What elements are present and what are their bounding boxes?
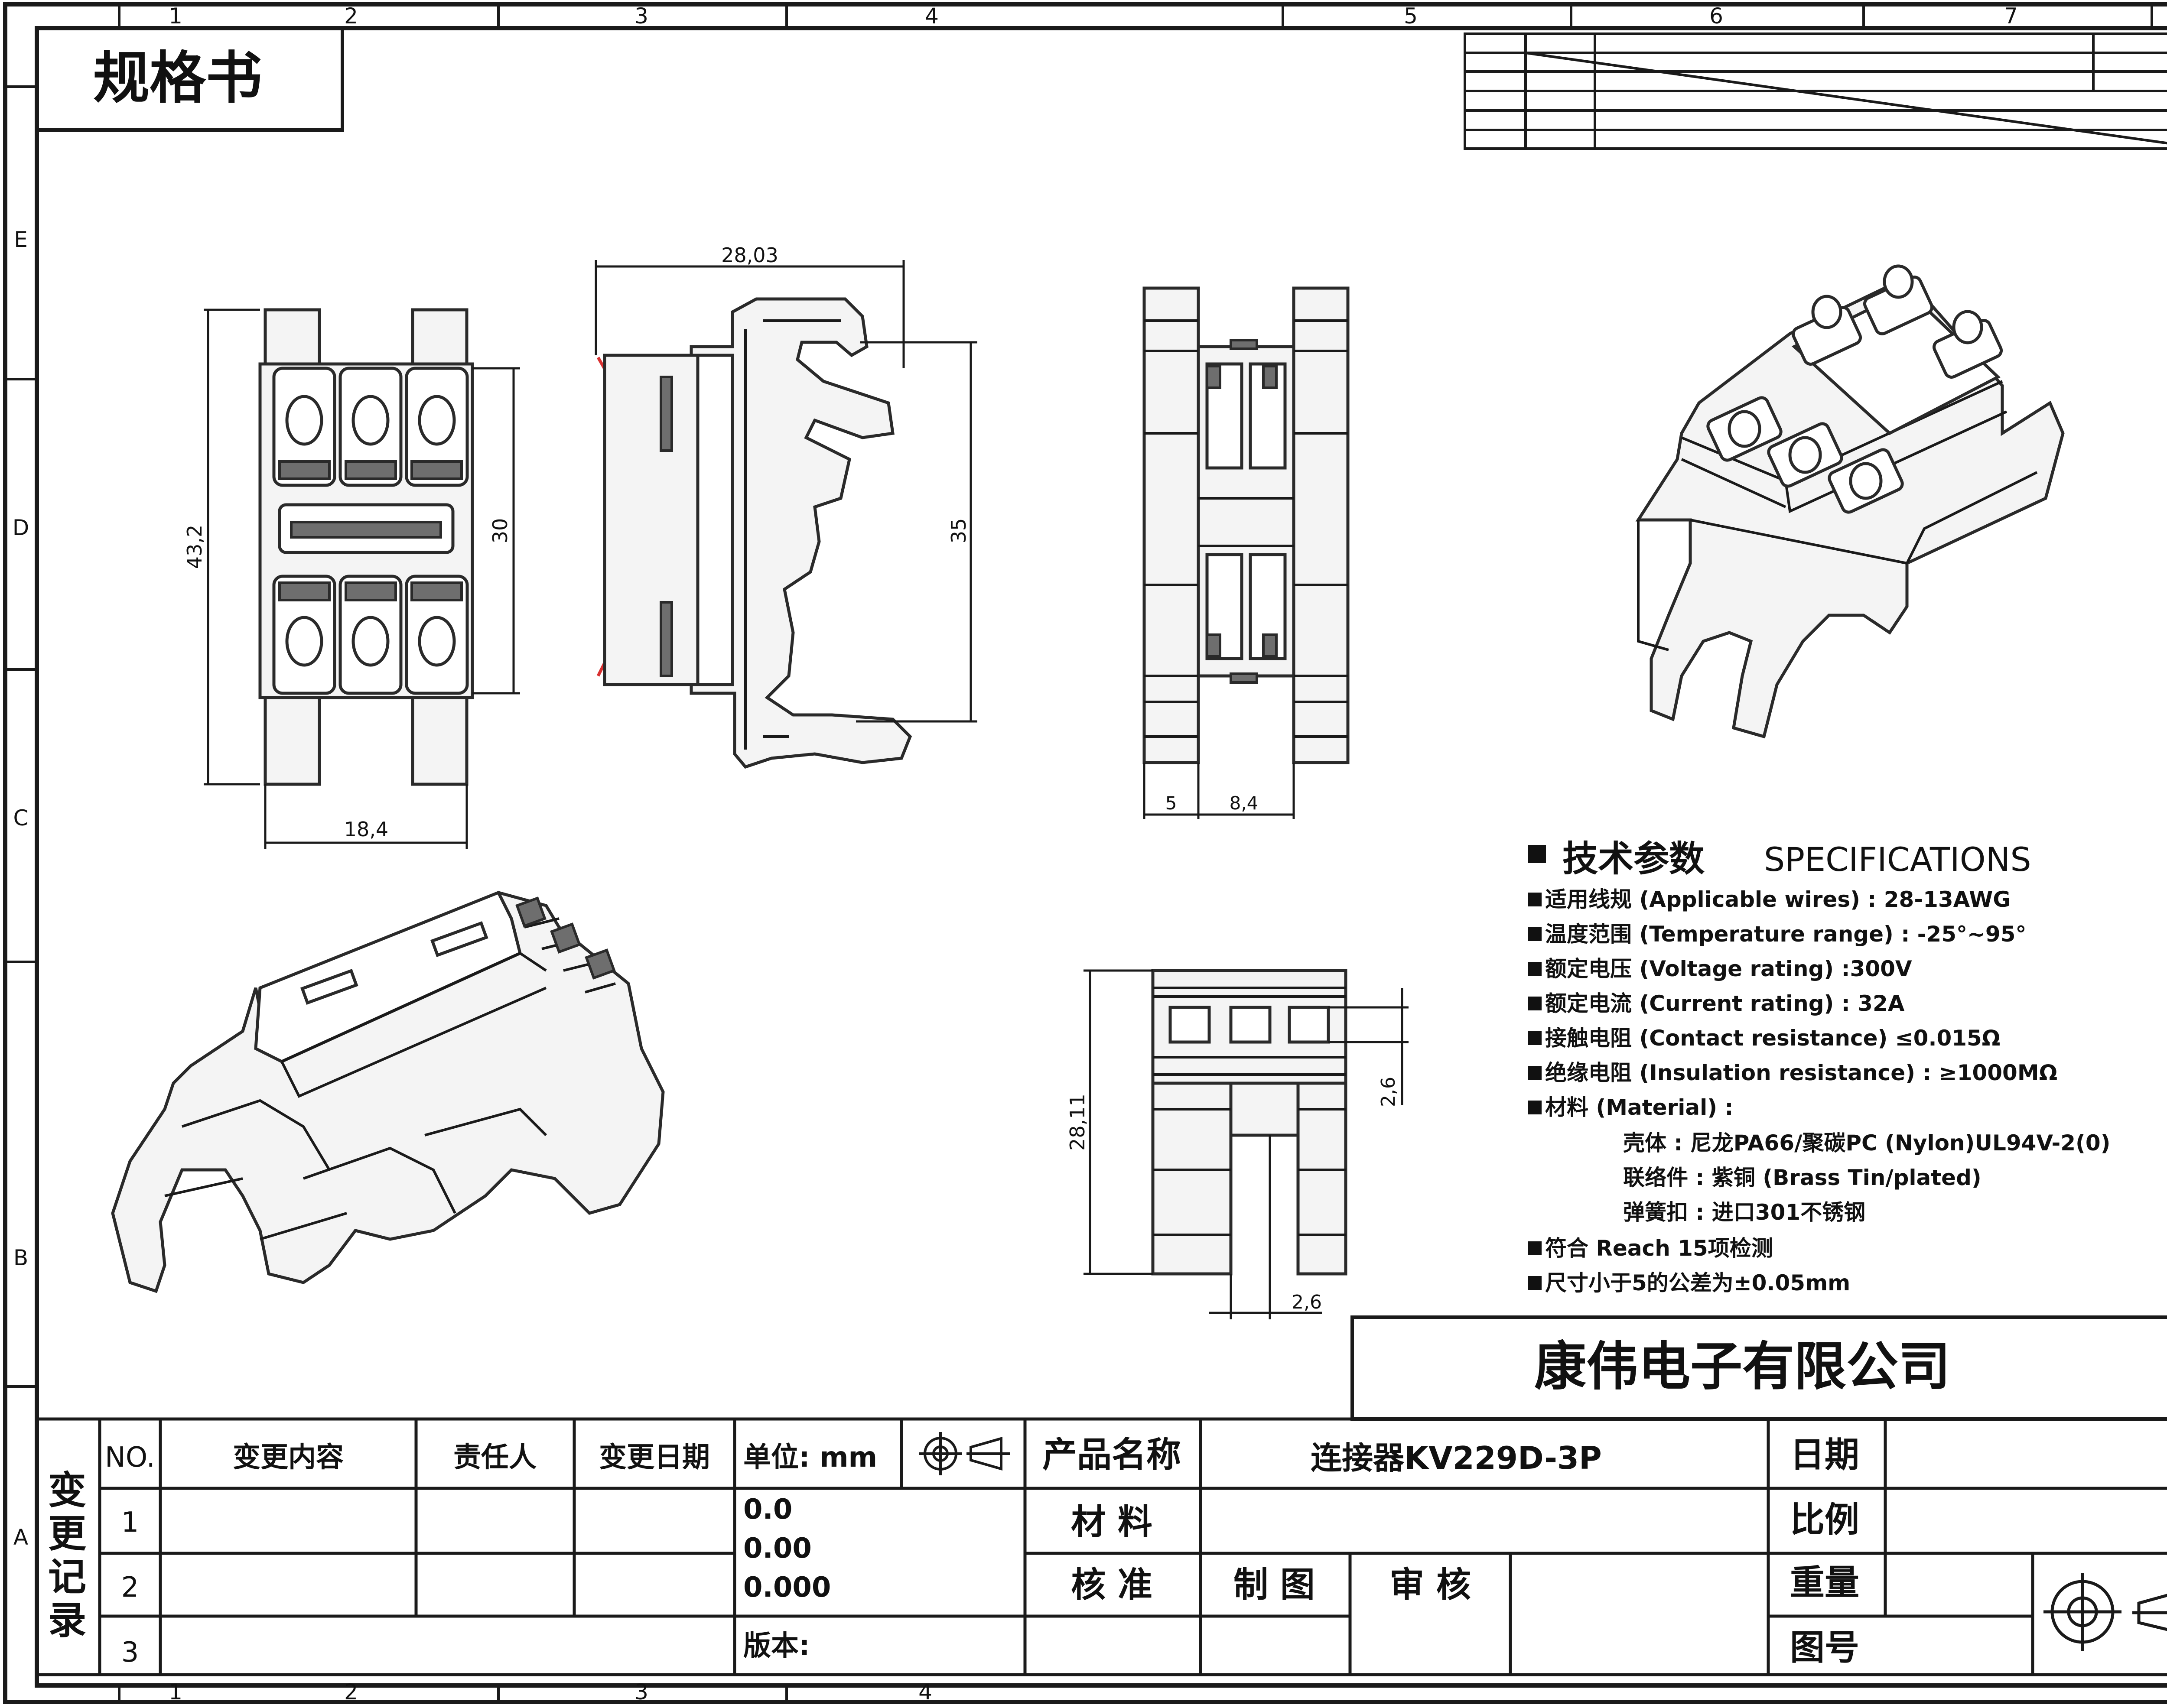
label-scale: 比例 [1790,1500,1859,1540]
zone-row-d: D [13,515,29,540]
revision-record-char-2: 更 [48,1511,87,1556]
col-no: NO. [105,1442,155,1474]
dim-depth-28-03: 28,03 [721,244,778,267]
product-name-value: 连接器KV229D-3P [1311,1440,1602,1476]
row-1: 1 [121,1507,139,1539]
spec-material-housing: 壳体 : 尼龙PA66/聚碳PC (Nylon)UL94V-2(0) [1623,1130,2111,1156]
revision-record-char-4: 录 [48,1598,86,1643]
spec-item-reach: 符合 Reach 15项检测 [1545,1236,1773,1261]
spec-heading-zh: 技术参数 [1562,838,1705,880]
zone-row-b: B [13,1245,28,1270]
dim-height-28-11: 28,11 [1066,1094,1089,1151]
top-view: 5 8,4 [1142,286,1350,819]
dim-slot-2-6: 2,6 [1377,1077,1399,1107]
revision-grid-top [1464,32,2167,150]
col-change-date: 变更日期 [599,1442,710,1474]
label-approve: 核 准 [1071,1565,1152,1605]
zone-col-2: 2 [344,3,358,29]
dim-pitch-8-4: 8,4 [1230,792,1259,814]
label-review: 审 核 [1389,1565,1471,1605]
spec-material-conductor: 联络件 : 紫铜 (Brass Tin/plated) [1623,1165,1982,1190]
zone-row-e: E [14,227,28,252]
zone-col-7: 7 [2004,3,2018,29]
front-view: 43,2 30 18,4 [183,308,520,849]
dim-width-18-4: 18,4 [344,818,388,841]
zone-row-c: C [13,805,29,831]
dim-rail-35: 35 [947,518,970,544]
dim-slot-width-2-6: 2,6 [1292,1291,1322,1313]
col-change-content: 变更内容 [233,1442,344,1474]
zone-col-3: 3 [634,3,648,29]
label-product-name: 产品名称 [1042,1435,1181,1475]
col-responsible: 责任人 [453,1442,537,1474]
spec-item-insulation-resistance: 绝缘电阻 (Insulation resistance) : ≥1000MΩ [1545,1060,2057,1085]
spec-heading-en: SPECIFICATIONS [1764,840,2031,879]
end-view: 28,11 2,6 2,6 [1066,969,1409,1319]
sheet-frame [3,2,2167,1704]
zone-col-1: 1 [169,3,182,29]
company-name: 康伟电子有限公司 [1534,1337,1950,1397]
spec-item-tolerance: 尺寸小于5的公差为±0.05mm [1545,1270,1850,1296]
side-view: 28,03 35 [595,244,977,769]
row-3: 3 [121,1637,139,1669]
document-title: 规格书 [93,45,262,111]
row-2: 2 [121,1572,139,1604]
spec-item-contact-resistance: 接触电阻 (Contact resistance) ≤0.015Ω [1545,1026,2000,1051]
version-label: 版本: [743,1630,810,1662]
revision-record-char-3: 记 [48,1555,86,1599]
spec-item-wires: 适用线规 (Applicable wires) : 28-13AWG [1545,887,2011,912]
label-weight: 重量 [1790,1562,1859,1603]
label-material: 材 料 [1071,1502,1152,1542]
spec-item-voltage: 额定电压 (Voltage rating) :300V [1545,956,1912,981]
revision-record-char-1: 变 [48,1468,86,1513]
spec-material-spring: 弹簧扣 : 进口301不锈钢 [1623,1200,1865,1225]
document-title-box: 规格书 [35,26,344,132]
projection-symbol-icon [919,1432,1010,1475]
label-drawing-no: 图号 [1790,1627,1859,1668]
dim-pitch-5: 5 [1165,792,1177,814]
zone-col-6: 6 [1709,3,1723,29]
tolerance-000: 0.000 [743,1572,831,1604]
isometric-view-lower [111,890,665,1293]
specifications-block: 技术参数 SPECIFICATIONS 适用线规 (Applicable wir… [1528,838,2111,1296]
spec-item-material: 材料 (Material) : [1545,1095,1734,1120]
title-block: 康伟电子有限公司 [35,1315,2167,1676]
tolerance-0: 0.0 [743,1494,792,1526]
zone-grid: 1 2 3 4 5 6 7 1 2 3 4 E D C B A E D C B [5,3,2153,1705]
zone-col-bottom-4: 4 [918,1679,932,1705]
zone-col-5: 5 [1404,3,1418,29]
label-drawn: 制 图 [1233,1565,1315,1605]
zone-row-a: A [13,1525,28,1550]
zone-col-bottom-2: 2 [344,1679,358,1705]
isometric-view-upper [1635,264,2065,739]
zone-col-bottom-1: 1 [169,1679,182,1705]
dim-height-43-2: 43,2 [183,525,206,569]
tolerance-00: 0.00 [743,1533,812,1565]
spec-item-temperature: 温度范围 (Temperature range) : -25°~95° [1545,922,2026,947]
spec-item-current: 额定电流 (Current rating) : 32A [1545,991,1905,1016]
zone-col-4: 4 [925,3,939,29]
dim-height-30: 30 [488,518,512,544]
unit-label: 单位: mm [743,1442,877,1474]
zone-col-bottom-3: 3 [634,1679,648,1705]
projection-symbol-large-icon [2043,1573,2167,1651]
label-date: 日期 [1790,1435,1859,1475]
